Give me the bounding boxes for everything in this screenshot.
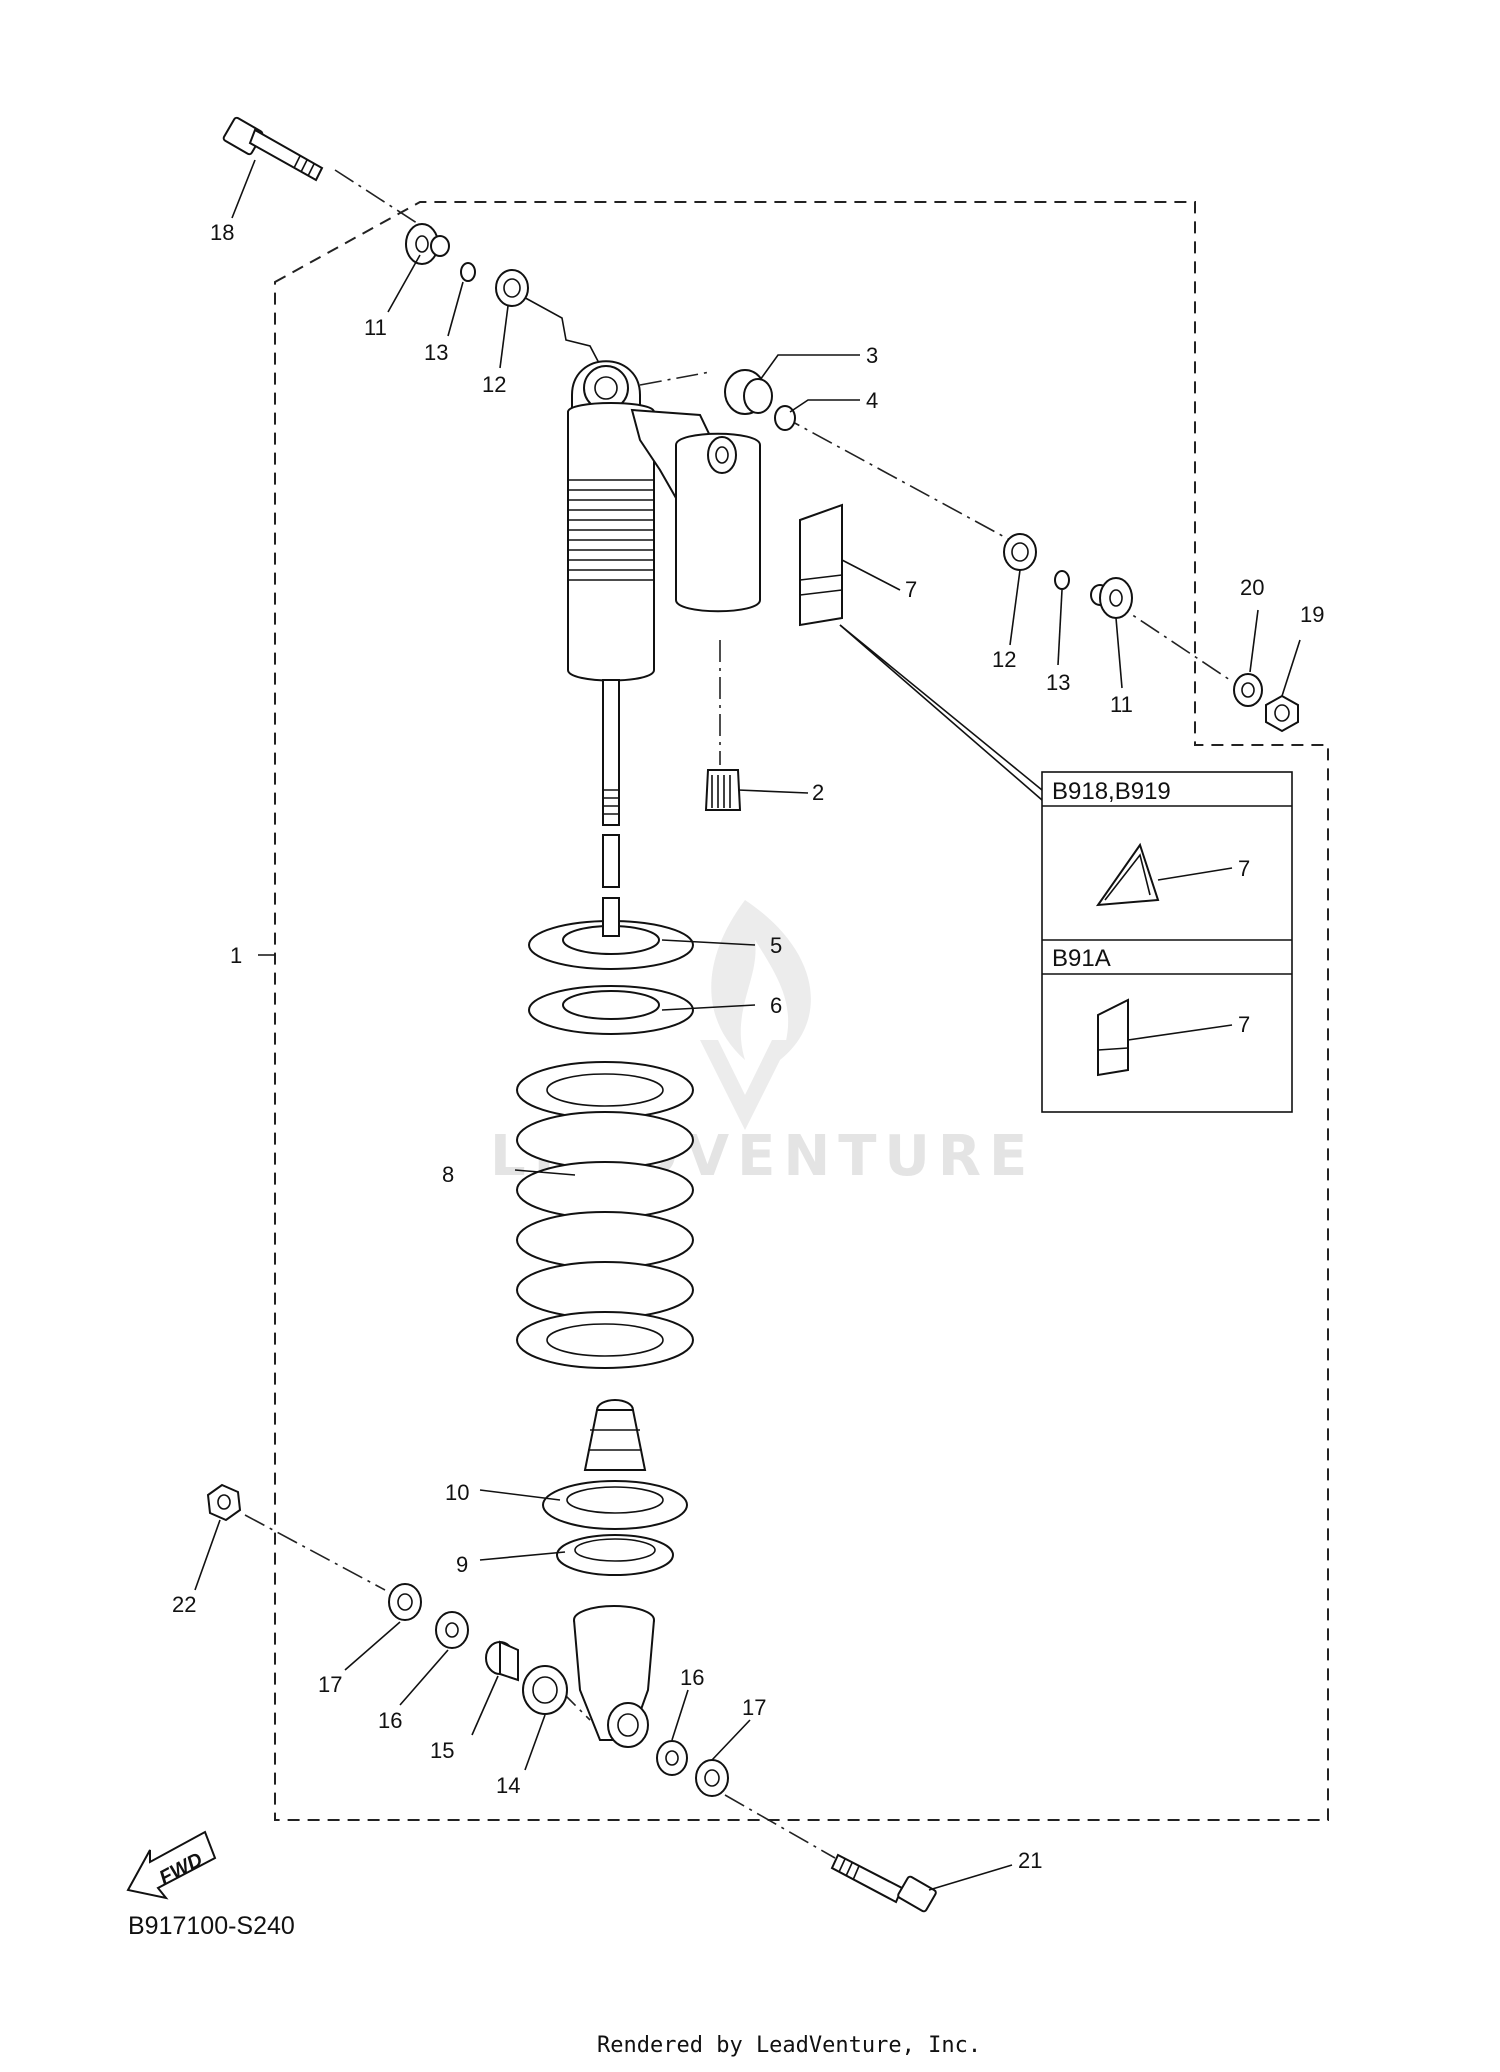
part-20-washer bbox=[1233, 673, 1263, 707]
callout-22: 22 bbox=[172, 1592, 196, 1617]
callout-17-left: 17 bbox=[318, 1672, 342, 1697]
callout-11-right: 11 bbox=[1110, 692, 1133, 717]
part-11-collar-top bbox=[405, 223, 450, 265]
rod-pin bbox=[602, 834, 620, 888]
part-16-collar-right bbox=[656, 1740, 688, 1776]
part-11-collar-right bbox=[1090, 577, 1133, 619]
watermark-flame-icon bbox=[700, 900, 811, 1130]
part-17-washer-left bbox=[388, 1583, 422, 1621]
variant-callout-1: 7 bbox=[1238, 856, 1250, 881]
part-15-spacer bbox=[485, 1640, 519, 1682]
part-2-cap bbox=[704, 769, 742, 811]
callout-5: 5 bbox=[770, 933, 782, 958]
callout-3: 3 bbox=[866, 343, 878, 368]
callout-13-top: 13 bbox=[424, 340, 448, 365]
callout-4: 4 bbox=[866, 388, 878, 413]
callout-20: 20 bbox=[1240, 575, 1264, 600]
part-7-cover bbox=[799, 503, 843, 627]
variant-2-cover bbox=[1097, 998, 1129, 1077]
leader-lines bbox=[194, 159, 1301, 1891]
variant-label-2: B91A bbox=[1052, 945, 1111, 972]
diagram-code: B917100-S240 bbox=[128, 1912, 295, 1940]
callout-13-right: 13 bbox=[1046, 670, 1070, 695]
callout-9: 9 bbox=[456, 1552, 468, 1577]
variant-1-cover bbox=[1095, 842, 1160, 907]
part-8-spring bbox=[516, 1061, 694, 1369]
part-16-collar-left bbox=[435, 1611, 469, 1649]
callout-16-right: 16 bbox=[680, 1665, 704, 1690]
callout-8: 8 bbox=[442, 1162, 454, 1187]
callout-21: 21 bbox=[1018, 1848, 1042, 1873]
callout-14: 14 bbox=[496, 1773, 520, 1798]
part-1-shock-body bbox=[567, 360, 761, 826]
variant-callout-2: 7 bbox=[1238, 1012, 1250, 1037]
part-10-spring-seat bbox=[542, 1480, 688, 1530]
rendered-by-footer: Rendered by LeadVenture, Inc. bbox=[597, 2033, 981, 2058]
callout-6: 6 bbox=[770, 993, 782, 1018]
bump-stop bbox=[583, 1399, 647, 1471]
callout-1: 1 bbox=[230, 943, 242, 968]
part-6-lock-nut bbox=[528, 985, 694, 1035]
callout-12-right: 12 bbox=[992, 647, 1016, 672]
callout-15: 15 bbox=[430, 1738, 454, 1763]
callout-17-right: 17 bbox=[742, 1695, 766, 1720]
part-12-washer-right bbox=[1003, 533, 1037, 571]
part-3-bushing bbox=[724, 369, 773, 415]
callout-10: 10 bbox=[445, 1480, 469, 1505]
part-18-bolt bbox=[222, 116, 324, 182]
part-17-washer-right bbox=[695, 1759, 729, 1797]
callout-2: 2 bbox=[812, 780, 824, 805]
callout-11-top: 11 bbox=[364, 315, 387, 340]
center-lines bbox=[244, 169, 1231, 1859]
callout-16-left: 16 bbox=[378, 1708, 402, 1733]
callout-12-top: 12 bbox=[482, 372, 506, 397]
fwd-arrow-icon: FWD bbox=[126, 1830, 217, 1900]
part-12-washer-top bbox=[495, 269, 529, 307]
callout-19: 19 bbox=[1300, 602, 1324, 627]
part-21-bolt bbox=[830, 1853, 937, 1913]
part-4-ring bbox=[774, 405, 796, 431]
part-22-nut bbox=[206, 1483, 242, 1522]
part-14-bearing bbox=[522, 1665, 568, 1715]
variant-box-frame bbox=[1041, 771, 1293, 1113]
variants-box: B918,B919 B91A 7 7 bbox=[1041, 771, 1293, 1113]
callout-18: 18 bbox=[210, 220, 234, 245]
part-13-oring-top bbox=[460, 262, 476, 282]
part-19-nut bbox=[1265, 694, 1299, 733]
part-13-oring-right bbox=[1054, 570, 1070, 590]
callout-7: 7 bbox=[905, 577, 917, 602]
lower-eye bbox=[573, 1605, 655, 1748]
assembly-1-boundary bbox=[274, 201, 1329, 1821]
variant-label-1: B918,B919 bbox=[1052, 778, 1171, 805]
part-9-clip bbox=[556, 1534, 674, 1576]
part-5-ring-nut bbox=[528, 897, 694, 970]
callouts: 1 2 3 4 5 6 7 8 9 10 11 11 12 12 13 13 1… bbox=[172, 220, 1324, 1873]
